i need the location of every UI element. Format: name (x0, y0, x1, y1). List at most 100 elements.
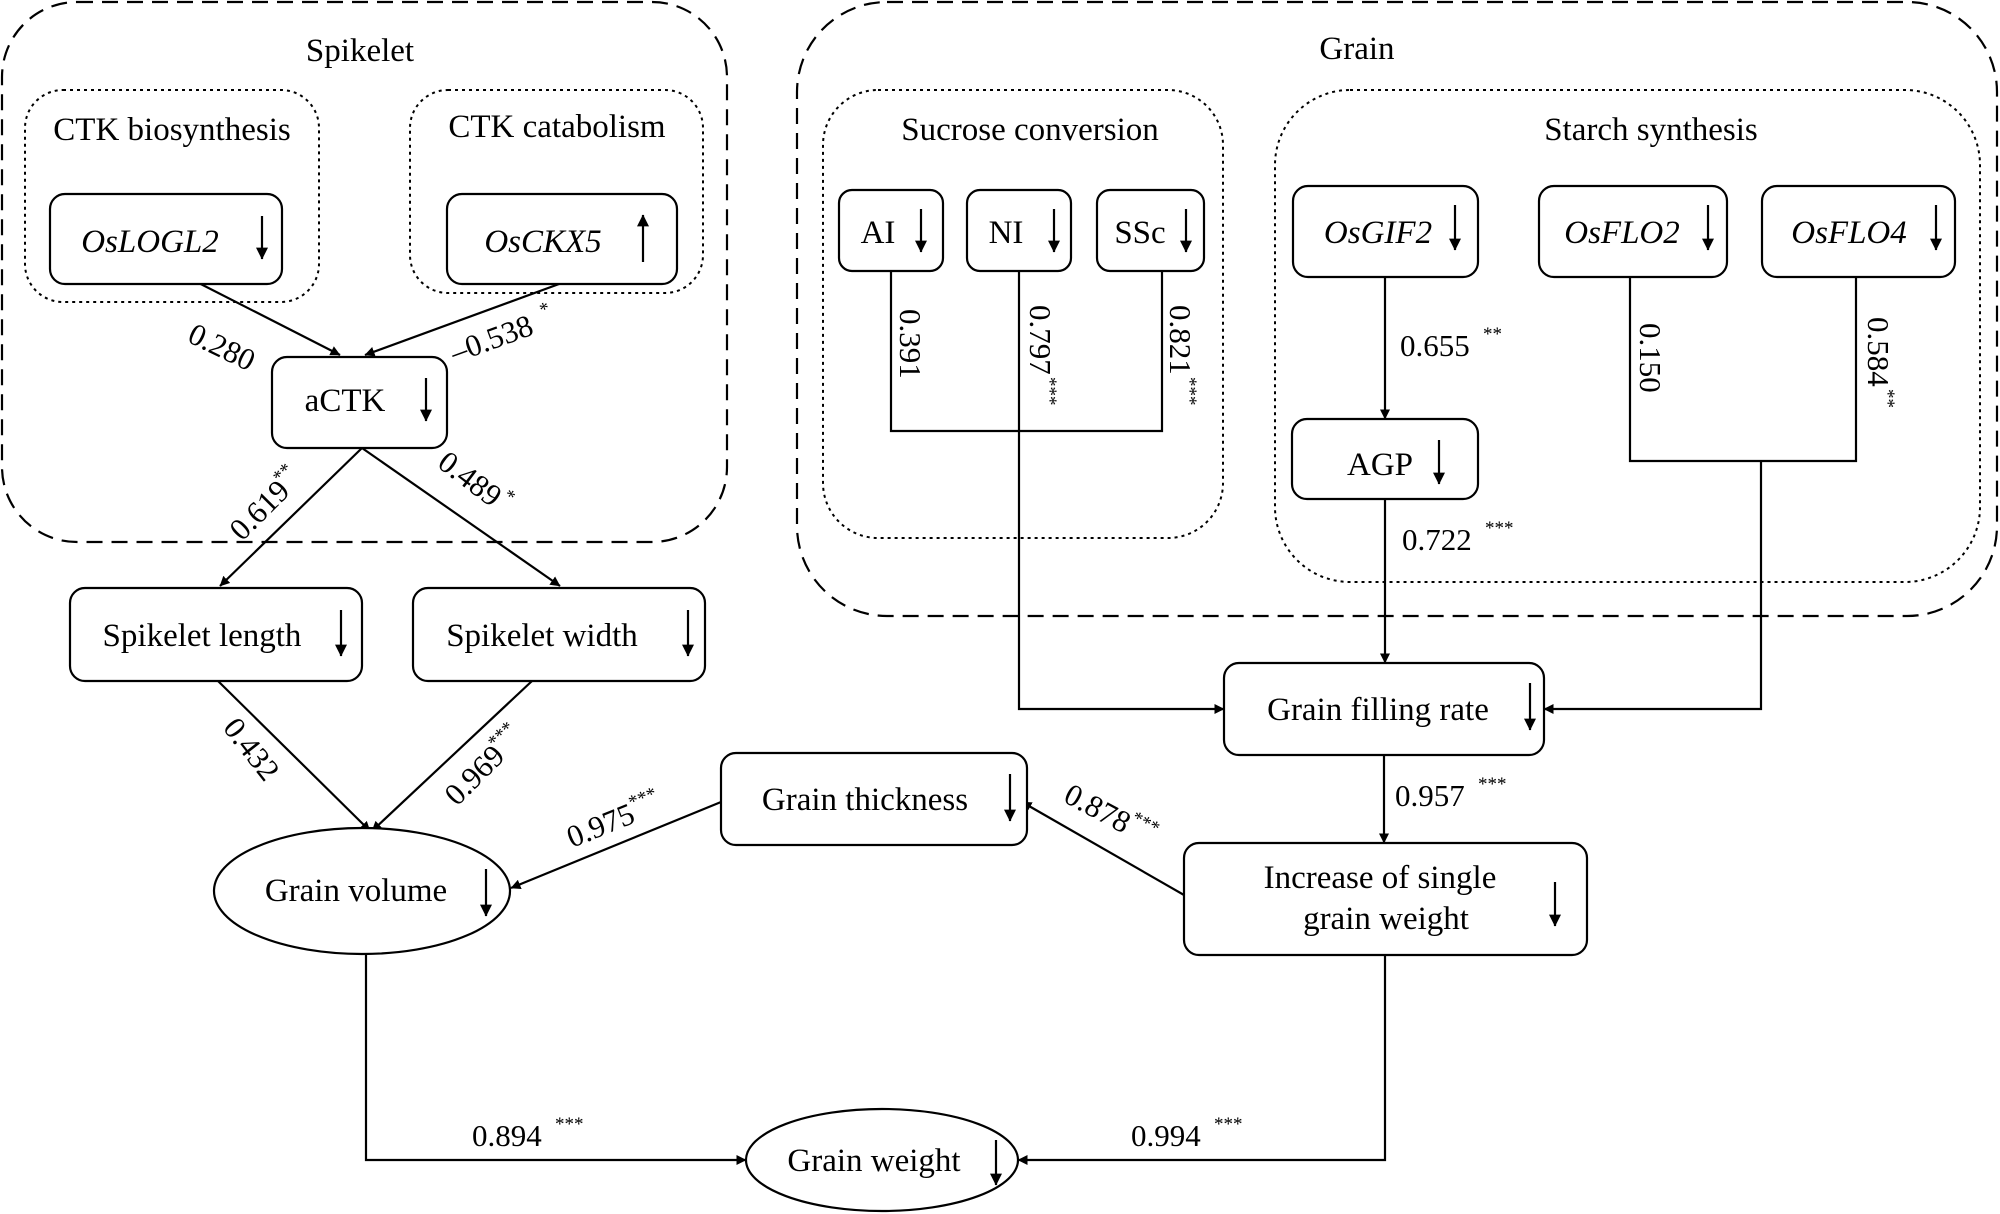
edge-actk-width (361, 447, 561, 587)
svg-text:Spikelet length: Spikelet length (103, 618, 302, 654)
edge-sucrose-bracket (889, 263, 1164, 433)
node-agp: AGP (1290, 417, 1480, 501)
coef-gfr-increase: 0.957 *** (1395, 774, 1507, 813)
svg-text:grain weight: grain weight (1303, 901, 1469, 937)
sucrose-conversion-box (822, 89, 1224, 539)
svg-text:0.894: 0.894 (472, 1118, 542, 1153)
coef-thickness-volume: 0.975 *** (562, 783, 660, 855)
edge-increase-weight (1017, 955, 1387, 1165)
node-actk: aCTK (270, 355, 449, 450)
node-grain-weight: Grain weight (744, 1107, 1020, 1213)
svg-text:***: *** (1485, 518, 1514, 539)
coef-increase-weight: 0.994 *** (1131, 1114, 1243, 1153)
coef-length-volume: 0.432 (216, 711, 287, 788)
coef-logl2-actk: 0.280 (183, 316, 261, 378)
svg-text:0.722: 0.722 (1402, 522, 1472, 557)
svg-text:AI: AI (861, 215, 896, 251)
svg-text:Spikelet width: Spikelet width (446, 618, 638, 654)
svg-text:Grain weight: Grain weight (787, 1143, 960, 1179)
node-spikelet-width: Spikelet width (411, 586, 707, 683)
coef-gif2-agp: 0.655 ** (1400, 324, 1502, 363)
svg-text:**: ** (1877, 389, 1898, 408)
svg-text:OsGIF2: OsGIF2 (1324, 215, 1432, 251)
edge-flo-gfr (1543, 461, 1763, 714)
coef-agp-gfr: 0.722 *** (1402, 518, 1514, 557)
edge-thickness-volume (510, 800, 722, 890)
svg-text:–0.538: –0.538 (444, 308, 537, 370)
svg-text:***: *** (626, 783, 660, 813)
coef-increase-thickness: 0.878 *** (1059, 776, 1163, 840)
coef-flo2-gfr: 0.150 (1633, 323, 1668, 393)
edge-volume-weight (364, 954, 747, 1165)
svg-text:***: *** (1478, 774, 1507, 795)
coef-ai-gfr: 0.391 (893, 309, 928, 379)
coef-actk-length: 0.619 ** (222, 459, 297, 547)
svg-text:0.489: 0.489 (432, 444, 509, 514)
svg-text:OsFLO4: OsFLO4 (1791, 215, 1907, 251)
edge-length-volume (217, 680, 371, 832)
svg-text:Increase of single: Increase of single (1264, 860, 1497, 896)
svg-text:0.584: 0.584 (1861, 317, 1896, 387)
node-ssc: SSc (1095, 188, 1206, 273)
node-increase-single-grain-weight: Increase of single grain weight (1182, 841, 1589, 957)
coef-ssc-gfr: 0.821 *** (1163, 305, 1200, 406)
node-osgif2: OsGIF2 (1291, 184, 1480, 279)
edge-oslogl2-actk (184, 275, 341, 356)
svg-text:OsFLO2: OsFLO2 (1564, 215, 1680, 251)
node-spikelet-length: Spikelet length (68, 586, 364, 683)
svg-text:Grain filling rate: Grain filling rate (1267, 692, 1489, 728)
svg-text:OsCKX5: OsCKX5 (484, 224, 601, 260)
svg-text:Grain volume: Grain volume (265, 873, 447, 909)
svg-text:0.975: 0.975 (562, 796, 640, 855)
svg-text:*: * (537, 298, 553, 321)
ctk-biosynthesis-box (24, 89, 320, 303)
coef-ckx5-actk: –0.538 * (444, 298, 553, 370)
svg-text:NI: NI (989, 215, 1024, 251)
svg-text:OsLOGL2: OsLOGL2 (81, 224, 219, 260)
svg-text:0.821: 0.821 (1163, 305, 1198, 375)
coef-ni-gfr: 0.797 *** (1023, 305, 1060, 406)
svg-text:aCTK: aCTK (305, 383, 386, 419)
svg-text:Grain thickness: Grain thickness (762, 782, 968, 818)
node-ni: NI (965, 188, 1073, 273)
spikelet-group-box (0, 0, 729, 544)
edge-sucrose-gfr (1017, 431, 1225, 714)
coef-width-volume: 0.969 *** (437, 718, 519, 812)
spikelet-group-label: Spikelet (306, 33, 414, 69)
starch-synthesis-box (1274, 89, 1981, 583)
grain-group-label: Grain (1319, 31, 1394, 67)
svg-text:0.655: 0.655 (1400, 328, 1470, 363)
edge-actk-length (219, 447, 363, 587)
edge-flo-bracket (1628, 277, 1858, 463)
ctk-catabolism-label: CTK catabolism (448, 109, 666, 145)
svg-text:**: ** (1483, 324, 1502, 345)
ctk-biosynthesis-label: CTK biosynthesis (53, 112, 290, 148)
coef-volume-weight: 0.894 *** (472, 1114, 584, 1153)
edge-osckx5-actk (364, 278, 571, 357)
starch-synthesis-label: Starch synthesis (1544, 112, 1758, 148)
svg-text:***: *** (1214, 1114, 1243, 1135)
edge-increase-thickness (1021, 801, 1185, 896)
coef-actk-width: 0.489 * (432, 444, 519, 514)
node-grain-thickness: Grain thickness (719, 751, 1029, 847)
node-grain-volume: Grain volume (212, 826, 512, 956)
node-oslogl2: OsLOGL2 (48, 192, 284, 286)
coef-flo4-gfr: 0.584 ** (1861, 317, 1898, 408)
node-ai: AI (837, 188, 945, 273)
node-osflo4: OsFLO4 (1760, 184, 1957, 279)
svg-text:0.797: 0.797 (1023, 305, 1058, 375)
edge-width-volume (371, 680, 533, 832)
sucrose-conversion-label: Sucrose conversion (901, 112, 1159, 148)
svg-text:0.957: 0.957 (1395, 778, 1465, 813)
svg-text:SSc: SSc (1114, 215, 1165, 251)
node-osflo2: OsFLO2 (1537, 184, 1729, 279)
svg-text:AGP: AGP (1347, 447, 1413, 483)
node-grain-filling-rate: Grain filling rate (1222, 661, 1546, 757)
node-osckx5: OsCKX5 (445, 192, 679, 286)
svg-text:0.994: 0.994 (1131, 1118, 1201, 1153)
svg-text:***: *** (1039, 377, 1060, 406)
svg-text:***: *** (1179, 377, 1200, 406)
grain-group-box (795, 0, 1999, 618)
svg-text:***: *** (555, 1114, 584, 1135)
